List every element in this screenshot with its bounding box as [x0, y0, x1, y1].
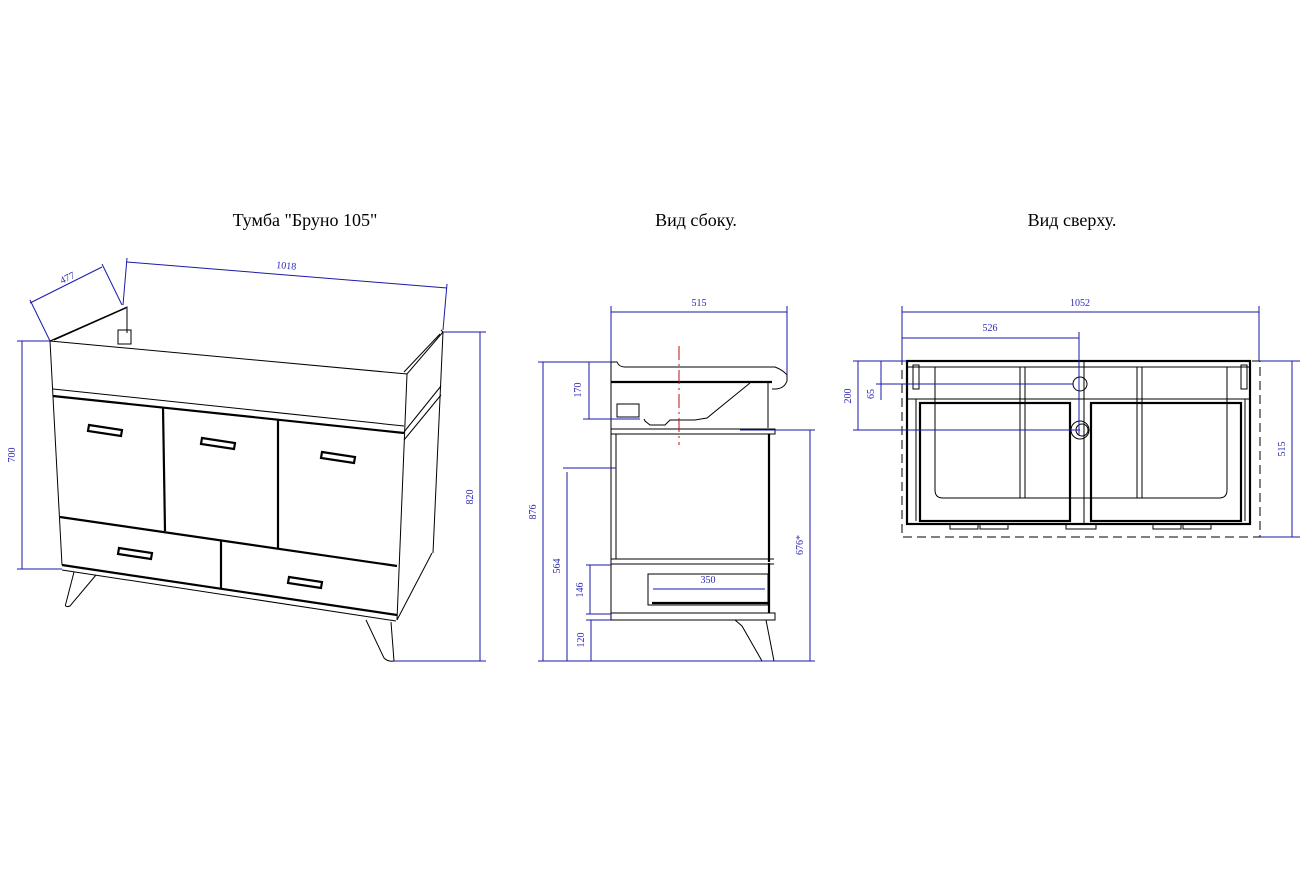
side-dimensions: 515 876 564 170 146 120 676* 350 [528, 298, 815, 662]
dim-120: 120 [576, 633, 587, 648]
dim-477: 477 [58, 270, 76, 286]
dim-146: 146 [575, 583, 586, 598]
iso-cabinet [49, 306, 444, 662]
dim-350: 350 [701, 575, 716, 586]
dim-526: 526 [983, 323, 998, 334]
top-view-title: Вид сверху. [1028, 210, 1117, 230]
side-view-title: Вид сбоку. [655, 210, 737, 230]
door-handles [86, 423, 357, 590]
iso-dimensions: 477 1018 700 820 [7, 257, 486, 662]
dim-65: 65 [866, 389, 877, 399]
iso-view-title: Тумба "Бруно 105" [233, 210, 378, 230]
dim-515-side: 515 [692, 298, 707, 309]
dim-564: 564 [552, 559, 563, 574]
top-dimensions: 1052 526 200 65 515 [843, 298, 1300, 538]
dim-1018: 1018 [276, 260, 297, 273]
dim-170: 170 [573, 383, 584, 398]
dim-1052: 1052 [1070, 298, 1090, 309]
dim-700: 700 [7, 448, 18, 463]
dim-820: 820 [465, 490, 476, 505]
dim-676: 676* [795, 535, 806, 555]
side-cabinet [610, 346, 788, 662]
top-cabinet [901, 359, 1261, 538]
overflow-hole [1072, 376, 1088, 392]
dim-200: 200 [843, 389, 854, 404]
dim-515-top: 515 [1277, 442, 1288, 457]
dim-876: 876 [528, 505, 539, 520]
